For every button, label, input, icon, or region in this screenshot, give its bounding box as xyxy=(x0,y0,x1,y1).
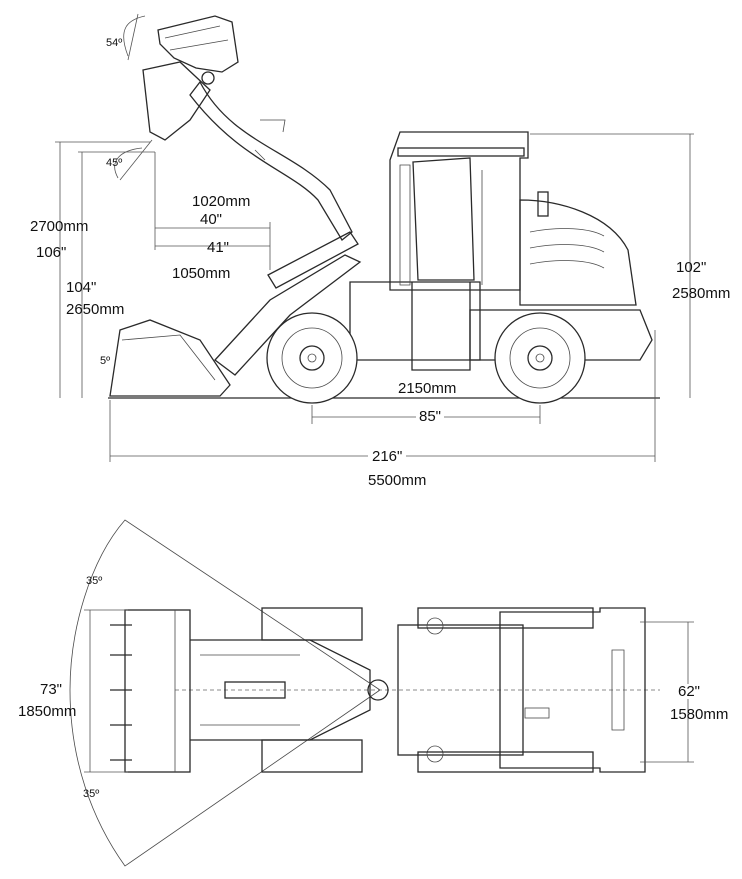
angle-arc-top xyxy=(123,15,146,57)
bucket-teeth xyxy=(110,624,132,761)
side-view xyxy=(55,13,694,462)
bucket-top xyxy=(124,609,191,773)
angle-upper-label: 35º xyxy=(86,575,103,587)
raised-bucket xyxy=(157,15,239,73)
tilt-cylinder xyxy=(224,681,286,699)
overall-length-in-label: 216" xyxy=(368,449,407,464)
exhaust-pipe xyxy=(537,191,549,217)
track-width-mm-label: 1580mm xyxy=(670,706,729,723)
dump-height-mm-label: 2650mm xyxy=(66,301,125,318)
dump-reach-mm-label: 1020mm xyxy=(192,193,251,210)
wheelbase-in-label: 85" xyxy=(416,409,445,424)
rear-wheel xyxy=(494,312,586,404)
cab-roof xyxy=(397,147,525,157)
angle-lower-label: 35º xyxy=(83,788,100,800)
cab-top xyxy=(397,624,524,756)
angle-arc-mid xyxy=(114,147,143,179)
hood-grille xyxy=(529,228,605,269)
lift-height-mm-label: 2700mm xyxy=(30,218,89,235)
front-wheel xyxy=(266,312,358,404)
rear-right-wheel xyxy=(417,751,594,773)
rear-left-wheel xyxy=(417,607,594,629)
articulation-joint xyxy=(367,679,389,701)
angle-mid-label: 45º xyxy=(106,157,123,169)
overall-height-in-label: 102" xyxy=(676,259,707,276)
angle-low-label: 5º xyxy=(100,355,111,367)
engine-hood xyxy=(519,199,637,306)
dump-reach-in-label: 40" xyxy=(200,211,223,228)
lift-height-in-label: 106" xyxy=(36,244,67,261)
rear-chassis xyxy=(469,309,653,361)
steering-sweep xyxy=(69,519,381,867)
overall-height-mm-label: 2580mm xyxy=(672,285,731,302)
angle-top-label: 54º xyxy=(106,37,123,49)
lift-arm-raised xyxy=(189,80,353,241)
front-chassis xyxy=(349,281,481,361)
track-width-in-label: 62" xyxy=(676,683,703,700)
engine-top xyxy=(499,607,646,773)
lift-arm-lowered xyxy=(214,254,362,376)
dump-height-in-label: 104" xyxy=(66,279,97,296)
bucket-width-in-label: 73" xyxy=(38,681,65,698)
top-view xyxy=(69,519,694,867)
cab-door-window xyxy=(412,157,475,281)
tilted-bucket xyxy=(142,61,211,141)
bucket-width-mm-label: 1850mm xyxy=(18,703,77,720)
front-left-wheel xyxy=(261,607,363,641)
lowered-bucket xyxy=(109,319,231,397)
wheelbase-mm-label: 2150mm xyxy=(398,380,457,397)
overall-length-mm-label: 5500mm xyxy=(368,472,427,489)
cab xyxy=(389,131,529,291)
front-right-wheel xyxy=(261,739,363,773)
lift-cylinder xyxy=(267,231,359,289)
reach-low-mm-label: 1050mm xyxy=(172,265,231,282)
reach-low-in-label: 41" xyxy=(207,239,230,256)
